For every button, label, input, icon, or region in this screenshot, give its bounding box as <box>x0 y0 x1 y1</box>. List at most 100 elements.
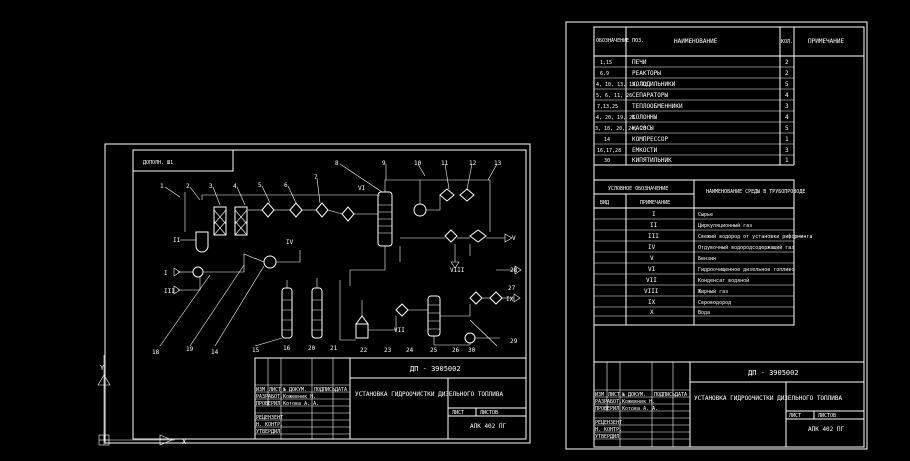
cooler-top-1 <box>439 188 455 202</box>
svg-text:VIII: VIII <box>644 288 659 295</box>
svg-text:12: 12 <box>469 160 477 167</box>
right-org: АПК 402 ПГ <box>808 426 845 433</box>
left-doc-number: ДП - 3905002 <box>410 365 461 373</box>
ucs-icon: Y X <box>97 355 187 446</box>
svg-text:10: 10 <box>414 160 422 167</box>
svg-text:III: III <box>648 233 659 240</box>
svg-text:ВИД: ВИД <box>600 200 609 206</box>
furnace-1 <box>195 231 209 253</box>
svg-text:Котова А. А.: Котова А. А. <box>622 406 658 412</box>
svg-text:19: 19 <box>186 346 194 353</box>
svg-text:Вода: Вода <box>698 310 710 316</box>
svg-text:НАСОСЫ: НАСОСЫ <box>632 125 654 132</box>
svg-text:ПРИМЕЧАНИЕ: ПРИМЕЧАНИЕ <box>640 200 670 206</box>
svg-text:Бензин: Бензин <box>698 256 716 262</box>
svg-text:26: 26 <box>452 347 460 354</box>
svg-text:1: 1 <box>785 136 789 143</box>
svg-text:9: 9 <box>382 160 386 167</box>
cooler-mid <box>444 229 458 243</box>
svg-text:4, 20, 19, 21: 4, 20, 19, 21 <box>596 115 635 121</box>
svg-text:Котова А. А.: Котова А. А. <box>283 401 319 407</box>
svg-text:НАИМЕНОВАНИЕ: НАИМЕНОВАНИЕ <box>674 38 718 45</box>
svg-text:СЕПАРАТОРЫ: СЕПАРАТОРЫ <box>632 92 669 99</box>
svg-text:КИПЯТИЛЬНИК: КИПЯТИЛЬНИК <box>632 157 672 164</box>
svg-text:КОМПРЕССОР: КОМПРЕССОР <box>632 136 669 143</box>
pump-29 <box>464 332 476 344</box>
svg-text:Н. КОНТР.: Н. КОНТР. <box>256 422 283 428</box>
svg-text:5: 5 <box>785 81 789 88</box>
svg-text:УТВЕРДИЛ: УТВЕРДИЛ <box>256 429 280 435</box>
svg-text:Сырье: Сырье <box>698 212 713 218</box>
legend-table: УСЛОВНОЕ ОБОЗНАЧЕНИЕ НАИМЕНОВАНИЕ СРЕДЫ … <box>593 179 805 326</box>
column-20 <box>311 287 323 339</box>
svg-text:ПРИМЕЧАНИЕ: ПРИМЕЧАНИЕ <box>808 38 845 45</box>
svg-text:КОЛ.: КОЛ. <box>781 39 793 45</box>
svg-text:Жирный газ: Жирный газ <box>698 289 728 295</box>
svg-text:ПРОВЕРИЛ: ПРОВЕРИЛ <box>595 406 619 412</box>
svg-text:18: 18 <box>152 349 160 356</box>
svg-text:II: II <box>650 222 658 229</box>
svg-text:ЛИСТОВ: ЛИСТОВ <box>480 410 498 416</box>
svg-text:ПОДПИСЬ: ПОДПИСЬ <box>314 387 335 393</box>
heat-exchanger-1 <box>261 202 275 218</box>
svg-text:27: 27 <box>508 285 516 292</box>
right-title-line: УСТАНОВКА ГИДРООЧИСТКИ ДИЗЕЛЬНОГО ТОПЛИВ… <box>694 395 842 402</box>
cooler-24 <box>395 303 409 317</box>
svg-text:V: V <box>512 235 516 242</box>
reactor-a <box>213 206 227 236</box>
svg-text:ЕМКОСТИ: ЕМКОСТИ <box>632 147 658 154</box>
svg-text:IV: IV <box>286 239 294 246</box>
svg-text:I: I <box>652 211 656 218</box>
svg-text:VII: VII <box>394 327 405 334</box>
svg-text:II: II <box>173 237 181 244</box>
svg-text:16,17,28: 16,17,28 <box>597 148 621 154</box>
right-title-block: ДП - 3905002 УСТАНОВКА ГИДРООЧИСТКИ ДИЗЕ… <box>594 361 864 447</box>
svg-text:1: 1 <box>785 157 789 164</box>
svg-text:2: 2 <box>186 183 190 190</box>
svg-text:14: 14 <box>211 349 219 356</box>
svg-text:ПРОВЕРИЛ: ПРОВЕРИЛ <box>256 401 280 407</box>
svg-text:Кожевник Н.: Кожевник Н. <box>622 399 655 405</box>
svg-text:11: 11 <box>441 160 449 167</box>
heat-exchanger-2 <box>289 202 303 218</box>
svg-text:ПОДПИСЬ: ПОДПИСЬ <box>654 392 675 398</box>
svg-text:III: III <box>164 288 175 295</box>
vessel-22 <box>355 323 369 339</box>
legend-rows: I Сырье II Циркуляционный газ III Свежий… <box>644 211 812 316</box>
svg-text:УТВЕРДИЛ: УТВЕРДИЛ <box>595 434 619 440</box>
left-title-block: ДП - 3905002 УСТАНОВКА ГИДРООЧИСТКИ ДИЗЕ… <box>254 357 527 440</box>
column-27 <box>427 295 441 337</box>
svg-text:30: 30 <box>604 158 610 164</box>
svg-text:24: 24 <box>406 347 414 354</box>
svg-text:Н. КОНТР.: Н. КОНТР. <box>595 427 622 433</box>
svg-text:№ ДОКУМ.: № ДОКУМ. <box>283 387 307 393</box>
heat-exchanger-3 <box>315 202 329 218</box>
left-sheet: ДОПОЛН. Ш1 <box>104 143 531 444</box>
ucs-x-label: X <box>182 438 187 446</box>
svg-text:РАЗРАБОТ.: РАЗРАБОТ. <box>595 399 622 405</box>
svg-text:7,13,25: 7,13,25 <box>597 104 618 110</box>
svg-text:Гидроочищенное дизельное топли: Гидроочищенное дизельное топливо <box>698 267 794 273</box>
svg-text:Циркуляционный газ: Циркуляционный газ <box>698 223 752 229</box>
svg-text:ИЗМ: ИЗМ <box>256 387 265 393</box>
svg-text:1: 1 <box>160 183 164 190</box>
svg-text:8: 8 <box>335 160 339 167</box>
stream-labels: I II III IV V VI VII VIII IX <box>164 185 516 334</box>
svg-text:6: 6 <box>284 182 288 189</box>
svg-text:Свежий водород от установки ри: Свежий водород от установки риформинга <box>698 234 812 240</box>
left-stamp-text: ДОПОЛН. Ш1 <box>143 160 173 166</box>
svg-text:Кожевник Н.: Кожевник Н. <box>283 394 316 400</box>
svg-text:ДАТА: ДАТА <box>675 392 687 398</box>
right-doc-number: ДП - 3905002 <box>748 369 799 377</box>
svg-text:РАЗРАБОТ.: РАЗРАБОТ. <box>256 394 283 400</box>
left-title-line: УСТАНОВКА ГИДРООЧИСТКИ ДИЗЕЛЬНОГО ТОПЛИВ… <box>355 391 503 398</box>
svg-text:2: 2 <box>785 59 789 66</box>
svg-text:РЕАКТОРЫ: РЕАКТОРЫ <box>632 70 661 77</box>
svg-text:IX: IX <box>648 299 656 306</box>
svg-text:28: 28 <box>510 267 518 274</box>
svg-text:21: 21 <box>330 345 338 352</box>
svg-text:16: 16 <box>283 345 291 352</box>
column-16 <box>281 287 293 339</box>
svg-text:ХОЛОДИЛЬНИКИ: ХОЛОДИЛЬНИКИ <box>632 81 676 88</box>
